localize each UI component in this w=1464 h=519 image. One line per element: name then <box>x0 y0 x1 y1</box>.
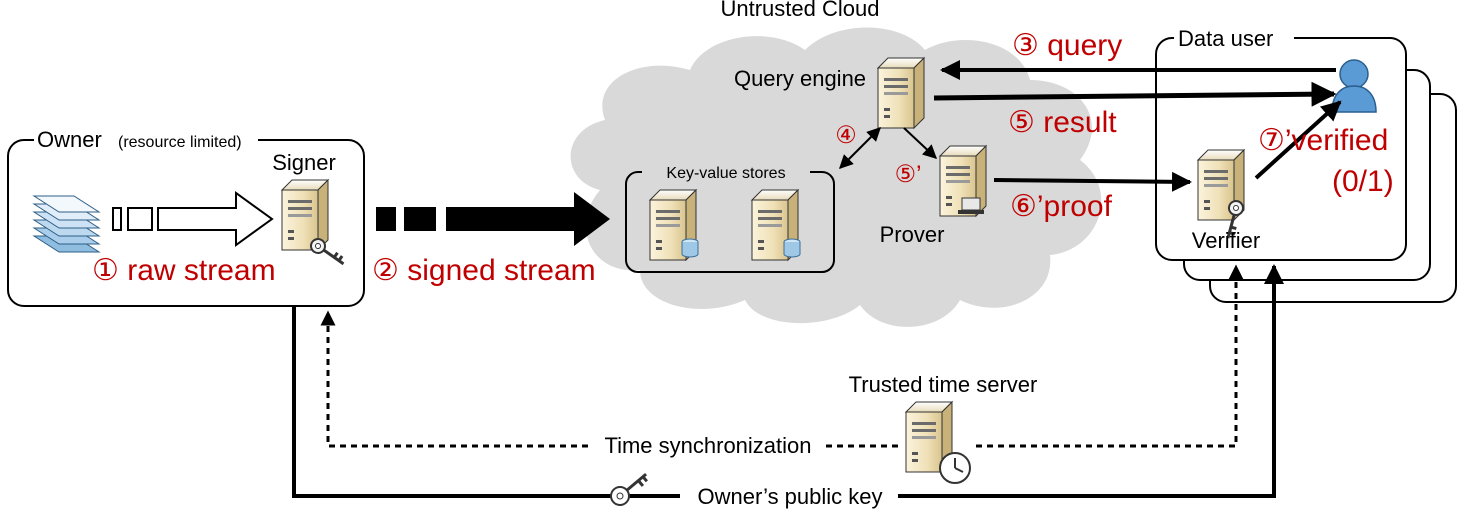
public-key-label: Owner’s public key <box>697 484 882 509</box>
signed-stream-arrow <box>376 192 610 246</box>
query-engine-label: Query engine <box>734 66 866 91</box>
step3-label: ③ query <box>1012 29 1122 62</box>
user-icon <box>1331 59 1377 113</box>
verified-arrow <box>1254 100 1342 180</box>
step5p-arrow <box>903 127 938 159</box>
step6p-label: ⑥’proof <box>1010 190 1113 223</box>
signer-label: Signer <box>272 150 336 175</box>
raw-stream-arrow <box>112 191 274 247</box>
step4-label: ④ <box>835 122 857 149</box>
step4-arrow <box>839 127 881 169</box>
step5p-label: ⑤’ <box>895 161 922 188</box>
step7p-label-line2: (0/1) <box>1332 165 1394 198</box>
query-engine-server-icon <box>877 57 925 129</box>
time-sync-label: Time synchronization <box>604 433 811 458</box>
prover-label: Prover <box>880 222 945 247</box>
document-stack-icon <box>32 195 101 253</box>
verifier-label: Verifier <box>1192 228 1260 253</box>
public-key-icon <box>610 472 648 506</box>
clock-icon <box>939 452 971 484</box>
time-server-label: Trusted time server <box>849 372 1038 397</box>
step1-label: ① raw stream <box>92 254 276 287</box>
untrusted-cloud <box>570 27 1102 327</box>
laptop-icon <box>958 197 984 214</box>
time-sync-line <box>320 264 1244 448</box>
public-key-line <box>292 264 1284 498</box>
proof-arrow <box>993 171 1192 192</box>
step2-label: ② signed stream <box>372 254 596 287</box>
data-user-title: Data user <box>1178 26 1273 51</box>
owner-note: (resource limited) <box>118 134 242 151</box>
cloud-title: Untrusted Cloud <box>721 0 880 21</box>
step7p-label-line1: ⑦’verified <box>1258 124 1388 157</box>
step5-label: ⑤ result <box>1008 106 1117 139</box>
owner-title: Owner <box>37 127 102 152</box>
database-icon <box>681 238 699 258</box>
result-arrow <box>933 81 1337 107</box>
database-icon <box>783 238 801 258</box>
kv-label: Key-value stores <box>666 165 785 182</box>
